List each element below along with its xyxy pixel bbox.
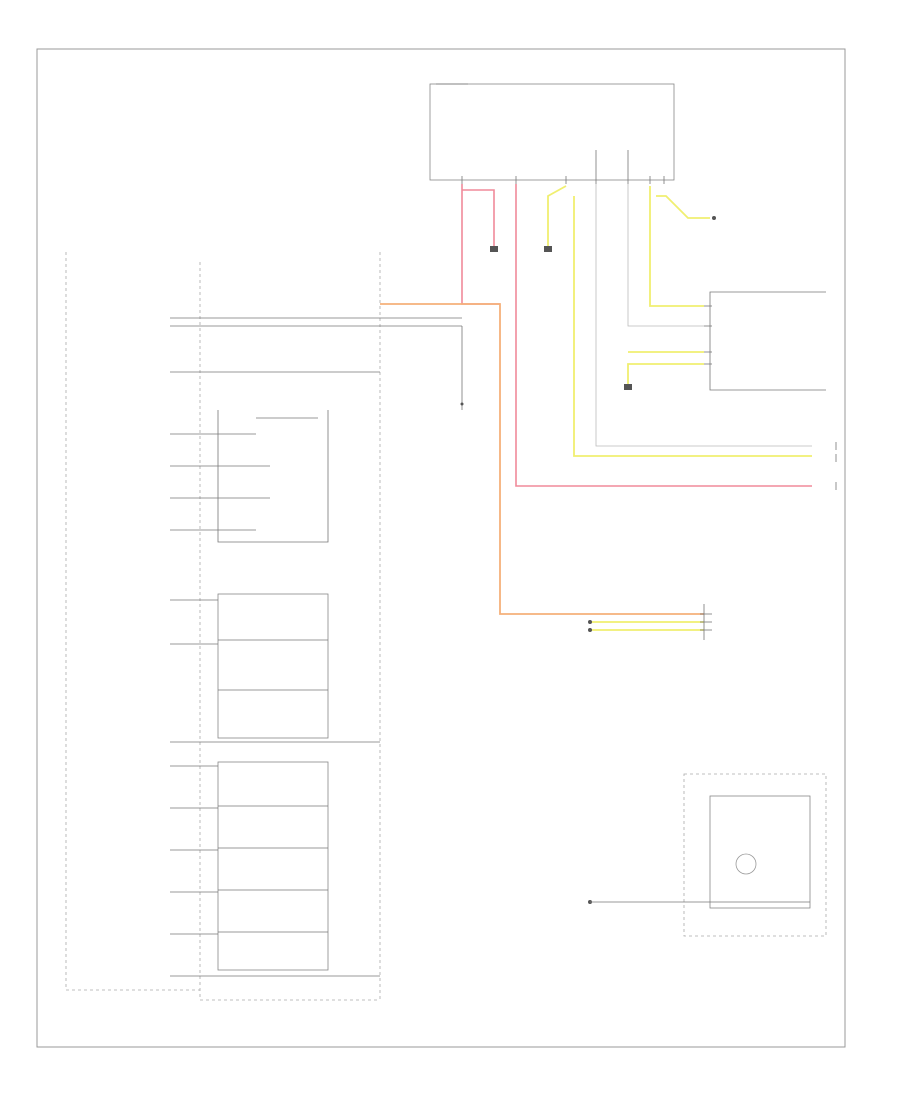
ecm-wires (380, 184, 812, 631)
ground-symbol (490, 246, 498, 252)
ecm-module-box (429, 83, 675, 181)
connector-bracket (709, 291, 826, 391)
right-connector-middle (700, 604, 712, 640)
indicator-lamp (735, 853, 757, 875)
solenoid-box (217, 593, 329, 739)
ground-symbol (624, 384, 632, 390)
tcm-input-wires (170, 317, 462, 373)
yellow-wire (547, 185, 567, 246)
sensor-branch (460, 326, 464, 410)
yellow-wire (649, 186, 704, 307)
solenoid-group-lower (170, 761, 380, 977)
yellow-wire (573, 196, 812, 457)
ground-symbols (490, 216, 716, 904)
gray-wire (627, 184, 704, 327)
tcm-module (65, 252, 381, 1001)
yellow-wire (627, 363, 704, 384)
ecm-module (429, 83, 675, 184)
selector-switch (170, 410, 329, 543)
ground-symbol (544, 246, 552, 252)
orange-wire (380, 303, 704, 615)
yellow-wire (656, 195, 710, 219)
cluster-box-outline (683, 773, 827, 937)
gray-wire (595, 184, 812, 447)
right-connector-top (704, 291, 826, 391)
ecm-pins (461, 150, 665, 184)
node-dot (588, 628, 592, 632)
solenoid-box (217, 761, 329, 971)
instrument-cluster-box (590, 773, 827, 937)
node-dot (588, 620, 592, 624)
node-dot (712, 216, 716, 220)
switch-box (217, 410, 329, 543)
red-wire (515, 184, 812, 487)
solenoid-group-upper (170, 593, 380, 743)
red-wire (462, 189, 495, 246)
cluster-inner-box (709, 795, 811, 909)
diagram-frame (36, 48, 846, 1048)
node-dot (460, 402, 464, 406)
